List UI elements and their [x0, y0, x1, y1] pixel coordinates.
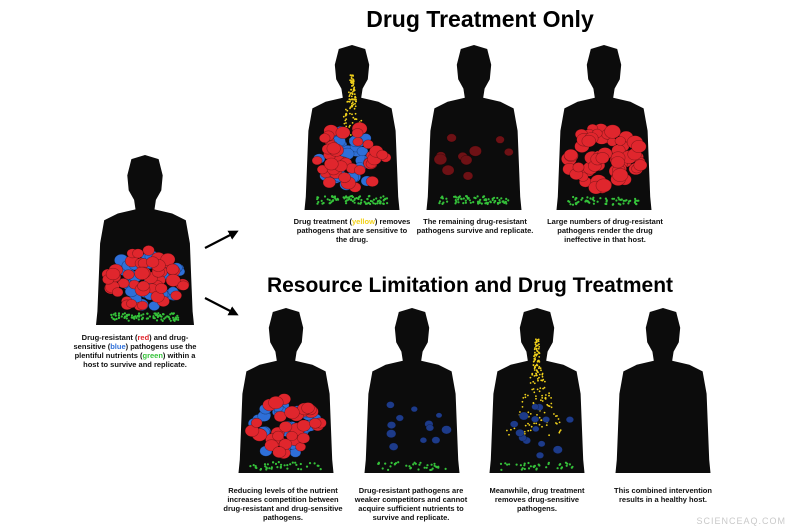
label-yellow: yellow: [351, 217, 375, 226]
body-silhouette: [426, 45, 522, 210]
caption-text: Drug treatment (: [293, 217, 352, 226]
caption-drug-only-3: Large numbers of drug-resistant pathogen…: [547, 217, 663, 244]
caption-text: ) removes pathogens that are sensitive t…: [296, 217, 411, 244]
host-combined-2: [364, 308, 460, 473]
caption-combined-4: This combined intervention results in a …: [614, 486, 712, 504]
drug-resistant-pathogens: [433, 133, 514, 181]
nutrients: [438, 195, 510, 206]
host-drug-only-1: [304, 45, 400, 210]
body-silhouette: [615, 308, 711, 473]
host-drug-only-2: [426, 45, 522, 210]
drug-resistant-pathogens: [101, 245, 190, 311]
nutrients: [249, 461, 322, 471]
caption-text: ) within a host to survive and replicate…: [83, 351, 196, 369]
drug-resistant-pathogens: [244, 393, 327, 460]
caption-text: ) and drug-sensitive (: [73, 333, 189, 351]
label-red: red: [137, 333, 150, 342]
host-initial: [96, 155, 194, 325]
title-drug-treatment-only: Drug Treatment Only: [366, 6, 594, 32]
title-resource-limitation: Resource Limitation and Drug Treatment: [266, 274, 674, 297]
host-combined-3: [489, 308, 585, 473]
drug-resistant-pathogens: [560, 123, 648, 195]
caption-combined-3: Meanwhile, drug treatment removes drug-s…: [489, 486, 585, 513]
label-blue: blue: [110, 342, 126, 351]
nutrients: [110, 312, 180, 322]
arrow-to-drug-only: [204, 230, 239, 249]
caption-text: ) pathogens use the plentiful nutrients …: [74, 342, 197, 360]
host-drug-only-3: [556, 45, 652, 210]
nutrients: [567, 195, 640, 206]
caption-initial-host: Drug-resistant (red) and drug-sensitive …: [72, 333, 198, 369]
drug-sensitive-pathogens: [509, 403, 575, 459]
drug-sensitive-pathogens: [386, 401, 452, 451]
arrow-to-combined: [204, 297, 239, 316]
caption-drug-only-2: The remaining drug-resistant pathogens s…: [416, 217, 534, 235]
host-combined-1: [238, 308, 334, 473]
drug-resistant-pathogens: [311, 121, 392, 193]
nutrients: [316, 194, 389, 206]
nutrients: [499, 461, 574, 471]
caption-text: Drug-resistant (: [81, 333, 138, 342]
body-silhouette: [489, 308, 585, 473]
caption-drug-only-1: Drug treatment (yellow) removes pathogen…: [291, 217, 413, 244]
watermark: SCIENCEAQ.COM: [696, 516, 786, 526]
nutrients: [377, 461, 447, 472]
caption-combined-1: Reducing levels of the nutrient increase…: [223, 486, 343, 522]
caption-combined-2: Drug-resistant pathogens are weaker comp…: [354, 486, 468, 522]
host-combined-4: [615, 308, 711, 473]
body-silhouette: [364, 308, 460, 473]
drug-particles: [506, 338, 562, 439]
label-green: green: [142, 351, 163, 360]
